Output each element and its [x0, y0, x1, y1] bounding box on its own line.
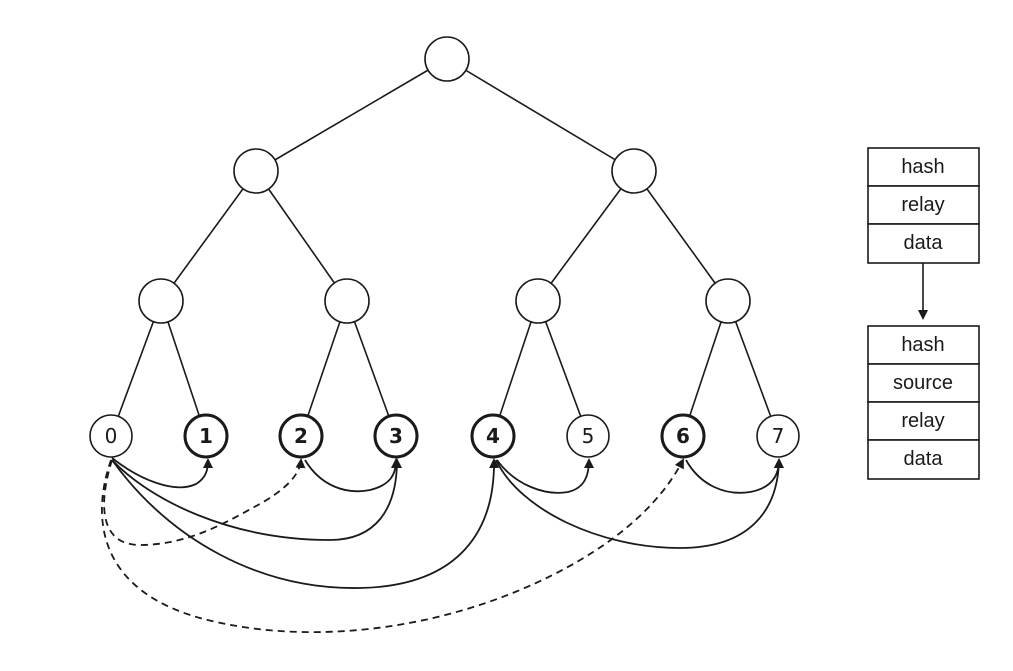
- packet-field-label: hash: [901, 156, 944, 178]
- tree-edge: [633, 170, 729, 302]
- internal-node: [233, 148, 279, 194]
- leaf-nodes: 0 1 2 3 4 5 6 7: [89, 413, 800, 459]
- packet-field-hash: [867, 325, 980, 365]
- tree-edge: [537, 170, 635, 302]
- internal-node: [611, 148, 657, 194]
- packet-field-label: relay: [901, 410, 944, 432]
- leaf-circle: [470, 413, 516, 459]
- leaf-node-4: 4: [470, 413, 516, 459]
- relay-arc-0-6: [101, 458, 684, 634]
- leaf-node-3: 3: [373, 413, 419, 459]
- leaf-node-1: 1: [183, 413, 229, 459]
- internal-node: [138, 278, 184, 324]
- tree-edge: [160, 300, 207, 437]
- tree-edge: [300, 300, 348, 437]
- relay-arc-0-1: [111, 457, 213, 489]
- leaf-node-0: 0: [89, 414, 133, 458]
- leaf-circle: [373, 413, 419, 459]
- tree-edge: [255, 58, 448, 172]
- packet-field-label: relay: [901, 194, 944, 216]
- relay-arc-0-3: [111, 458, 402, 541]
- leaf-node-7: 7: [756, 414, 800, 458]
- internal-node: [324, 278, 370, 324]
- packet-field-label: data: [904, 448, 944, 470]
- leaf-circle: [660, 413, 706, 459]
- internal-nodes: [138, 36, 751, 324]
- relay-arc-4-7: [495, 458, 784, 549]
- packet-field-label: source: [893, 372, 953, 394]
- packet-field-label: hash: [901, 334, 944, 356]
- leaf-node-5: 5: [566, 414, 610, 458]
- tree-edge: [346, 300, 397, 437]
- leaf-circle: [89, 414, 133, 458]
- relay-arc-4-5: [496, 458, 594, 494]
- leaf-label: 2: [294, 424, 308, 448]
- tree-edge: [682, 300, 729, 437]
- packet-field-data: [867, 439, 980, 480]
- relay-arc-6-7: [685, 458, 784, 494]
- leaf-label: 4: [486, 424, 500, 448]
- leaf-label: 7: [772, 424, 785, 448]
- leaf-label: 0: [105, 424, 118, 448]
- relay-arc-0-2: [103, 458, 306, 546]
- packet-before: hash relay data: [867, 147, 980, 264]
- packet-after: hash source relay data: [867, 325, 980, 480]
- tree-edge: [727, 300, 779, 437]
- internal-node: [515, 278, 561, 324]
- tree-edges: [110, 58, 779, 437]
- tree-edge: [110, 300, 162, 437]
- packet-field-hash: [867, 147, 980, 187]
- tree-edge: [537, 300, 589, 437]
- leaf-label: 6: [676, 424, 690, 448]
- leaf-label: 1: [199, 424, 213, 448]
- relay-arc-2-3: [304, 458, 401, 493]
- relay-arcs: [101, 457, 784, 634]
- packet-field-relay: [867, 401, 980, 441]
- leaf-label: 3: [389, 424, 403, 448]
- packet-field-label: data: [904, 232, 944, 254]
- leaf-node-6: 6: [660, 413, 706, 459]
- tree-edge: [255, 170, 348, 302]
- tree-edge: [160, 170, 257, 302]
- root-node: [424, 36, 470, 82]
- packet-field-relay: [867, 185, 980, 225]
- leaf-circle: [183, 413, 229, 459]
- tree-edge: [446, 58, 635, 172]
- leaf-node-2: 2: [278, 413, 324, 459]
- relay-arc-0-4: [111, 458, 500, 589]
- packet-field-source: [867, 363, 980, 403]
- internal-node: [705, 278, 751, 324]
- leaf-circle: [566, 414, 610, 458]
- leaf-circle: [278, 413, 324, 459]
- leaf-label: 5: [582, 424, 595, 448]
- packet-field-data: [867, 223, 980, 264]
- tree-edge: [492, 300, 539, 437]
- leaf-circle: [756, 414, 800, 458]
